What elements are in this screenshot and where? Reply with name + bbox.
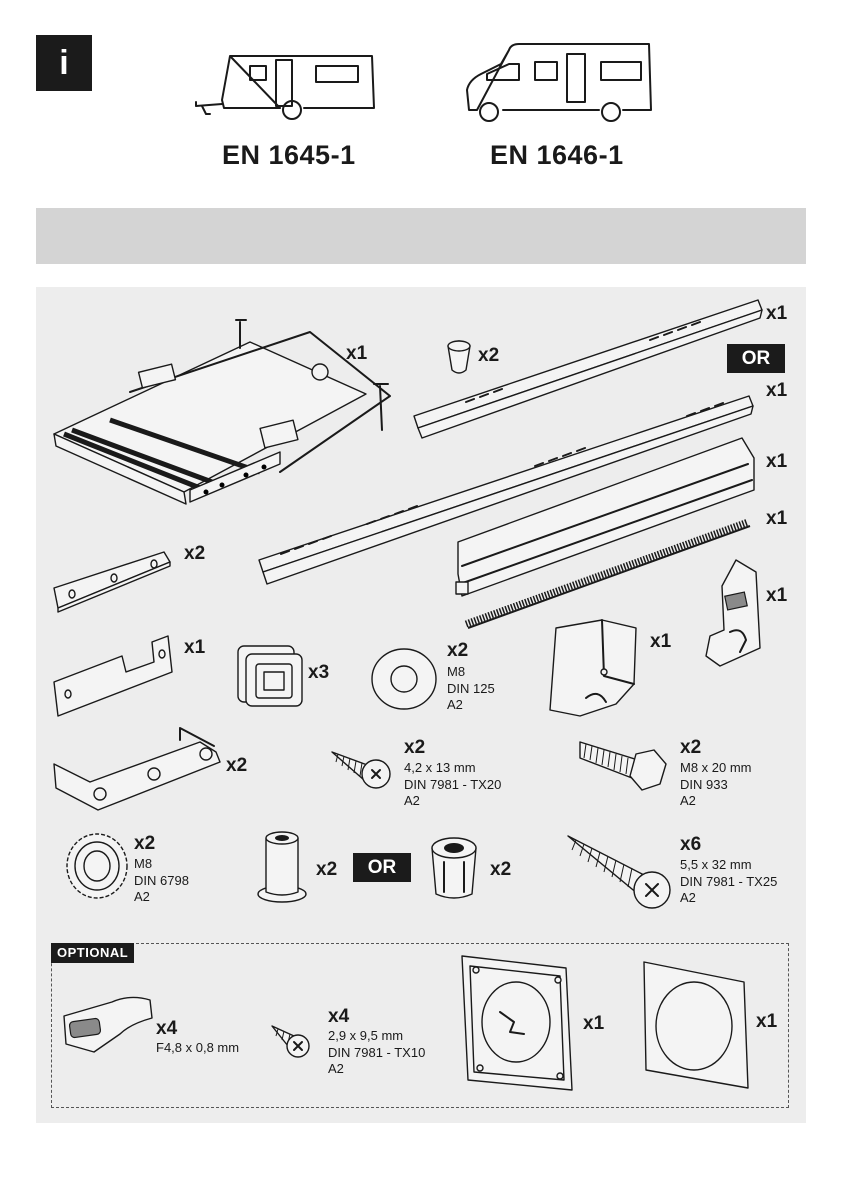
offset-bracket-qty: x1 xyxy=(184,637,205,659)
flat-bracket-qty: x2 xyxy=(184,543,205,565)
or-badge-nuts: OR xyxy=(353,853,411,882)
end-cap-right-qty: x1 xyxy=(766,585,787,607)
u-bracket-illustration xyxy=(50,722,226,818)
hex-bolt-illustration xyxy=(578,734,668,798)
washer-illustration xyxy=(368,644,440,714)
screw-large-illustration xyxy=(566,832,674,912)
expansion-nut-illustration xyxy=(426,832,482,904)
rail-short-qty: x1 xyxy=(766,303,787,325)
screw-small-illustration xyxy=(330,746,392,794)
end-cap-left-qty: x1 xyxy=(650,631,671,653)
hex-bolt-qty: x2 xyxy=(680,737,701,759)
offset-bracket-illustration xyxy=(50,632,180,720)
connector-qty: x4 xyxy=(156,1018,177,1040)
washer-qty: x2 xyxy=(447,640,468,662)
info-icon: i xyxy=(36,35,92,91)
step-assembly-qty: x1 xyxy=(346,343,367,365)
optional-label: OPTIONAL xyxy=(51,943,134,963)
expansion-nut-qty: x2 xyxy=(490,859,511,881)
flat-bracket-illustration xyxy=(50,548,176,614)
motorhome-icon xyxy=(463,40,655,122)
switch-plate-illustration xyxy=(458,952,576,1094)
u-bracket-qty: x2 xyxy=(226,755,247,777)
square-grommet-illustration xyxy=(234,638,306,710)
or-badge-rails: OR xyxy=(727,344,785,373)
rivet-nut-qty: x2 xyxy=(316,859,337,881)
end-cap-right-illustration xyxy=(700,556,764,668)
square-grommet-qty: x3 xyxy=(308,662,329,684)
rivet-nut-illustration xyxy=(254,828,310,904)
rail-long-qty: x1 xyxy=(766,380,787,402)
standard-motorhome: EN 1646-1 xyxy=(490,140,624,171)
standard-caravan: EN 1645-1 xyxy=(222,140,356,171)
screw-small-qty: x2 xyxy=(404,737,425,759)
screw-large-qty: x6 xyxy=(680,834,701,856)
caravan-icon xyxy=(192,48,382,124)
title-bar xyxy=(36,208,806,264)
cover-profile-qty: x1 xyxy=(766,451,787,473)
brush-strip-qty: x1 xyxy=(766,508,787,530)
lock-washer-illustration xyxy=(62,830,132,902)
switch-cover-qty: x1 xyxy=(756,1011,777,1033)
screw-tiny-qty: x4 xyxy=(328,1006,349,1028)
switch-plate-qty: x1 xyxy=(583,1013,604,1035)
lock-washer-qty: x2 xyxy=(134,833,155,855)
switch-cover-illustration xyxy=(640,958,752,1092)
end-cap-left-illustration xyxy=(546,614,642,718)
screw-tiny-illustration xyxy=(270,1022,312,1062)
connector-spec: F4,8 x 0,8 mm xyxy=(156,1040,239,1057)
connector-illustration xyxy=(60,994,156,1056)
